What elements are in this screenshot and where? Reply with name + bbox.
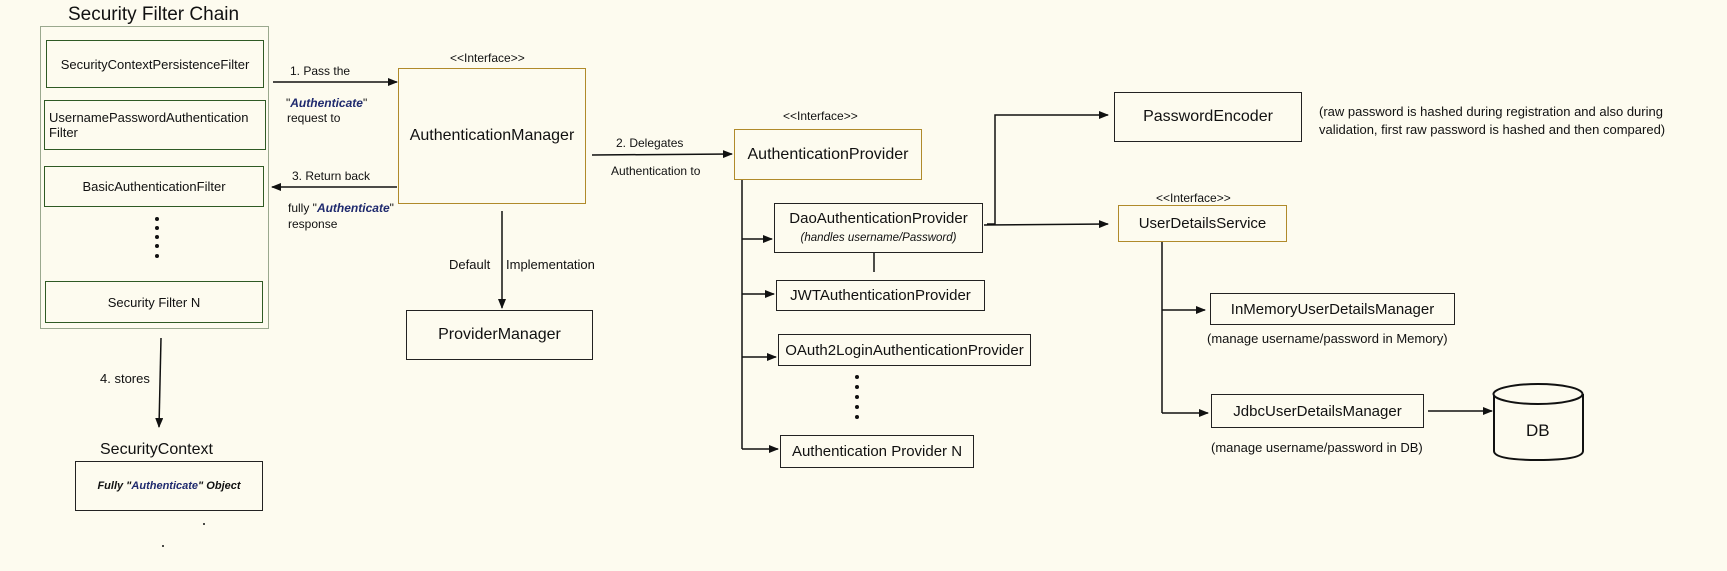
filter-chain-title: Security Filter Chain	[68, 4, 240, 25]
oauth2-provider-box: OAuth2LoginAuthenticationProvider	[778, 334, 1031, 366]
authentication-provider-box: AuthenticationProvider	[734, 129, 922, 180]
auth-manager-stereotype: <<Interface>>	[450, 51, 525, 65]
dao-provider-box: DaoAuthenticationProvider (handles usern…	[774, 203, 983, 253]
jdbc-label: JdbcUserDetailsManager	[1233, 402, 1402, 420]
jwt-provider-label: JWTAuthenticationProvider	[790, 287, 971, 304]
filter-label: SecurityContextPersistenceFilter	[60, 56, 250, 72]
in-memory-label: InMemoryUserDetailsManager	[1230, 300, 1435, 318]
provider-n-box: Authentication Provider N	[780, 435, 974, 468]
step3-label: 3. Return back	[292, 169, 371, 183]
authentication-manager-box: AuthenticationManager	[398, 68, 586, 204]
uds-label: UserDetailsService	[1138, 215, 1267, 232]
password-encoder-box: PasswordEncoder	[1114, 92, 1302, 142]
filter-label: Filter	[49, 125, 78, 140]
security-context-box: Fully "Authenticate" Object	[75, 461, 263, 511]
jdbc-note: (manage username/password in DB)	[1211, 440, 1423, 455]
step3-response: response	[288, 217, 338, 231]
password-encoder-note-1: (raw password is hashed during registrat…	[1319, 104, 1663, 119]
step3-term-line: fully "Authenticate"	[288, 201, 394, 215]
security-context-title: SecurityContext	[100, 441, 213, 458]
password-encoder-label: PasswordEncoder	[1143, 108, 1273, 125]
security-context-object: Fully "Authenticate" Object	[97, 480, 241, 492]
step1-term-line: "Authenticate"	[286, 96, 368, 110]
filter-security-context-persistence: SecurityContextPersistenceFilter	[46, 40, 264, 88]
jwt-provider-box: JWTAuthenticationProvider	[776, 280, 985, 311]
auth-manager-label: AuthenticationManager	[409, 127, 575, 144]
arrow-to-user-details-service	[983, 220, 1109, 229]
in-memory-note: (manage username/password in Memory)	[1207, 331, 1448, 346]
arrow-to-password-encoder	[987, 111, 1109, 225]
dao-provider-note: (handles username/Password)	[800, 232, 957, 244]
filter-label: Security Filter N	[107, 294, 201, 310]
filter-chain-container	[40, 26, 269, 329]
uds-stereotype: <<Interface>>	[1156, 191, 1231, 205]
arrow-delegates	[591, 150, 733, 159]
filter-label: UsernamePasswordAuthentication	[49, 110, 249, 125]
auth-provider-label: AuthenticationProvider	[747, 145, 909, 163]
in-memory-box: InMemoryUserDetailsManager	[1210, 293, 1455, 325]
filter-label: BasicAuthenticationFilter	[82, 179, 226, 194]
oauth2-provider-label: OAuth2LoginAuthenticationProvider	[785, 341, 1024, 359]
dao-provider-label: DaoAuthenticationProvider	[789, 210, 968, 227]
arrow-stores	[155, 337, 164, 428]
provider-n-label: Authentication Provider N	[791, 443, 963, 460]
step1-request-to: request to	[287, 111, 341, 125]
filter-security-filter-n: Security Filter N	[45, 281, 263, 323]
provider-manager-label: ProviderManager	[438, 326, 561, 343]
auth-provider-stereotype: <<Interface>>	[783, 109, 858, 123]
password-encoder-note-2: validation, first raw password is hashed…	[1319, 122, 1666, 137]
db-label: DB	[1526, 421, 1550, 440]
default-label: Default	[449, 257, 491, 272]
step1-label: 1. Pass the	[290, 64, 351, 78]
step2-authentication-to: Authentication to	[611, 164, 701, 178]
step4-label: 4. stores	[100, 371, 150, 386]
implementation-label: Implementation	[506, 257, 595, 272]
jdbc-box: JdbcUserDetailsManager	[1211, 394, 1424, 428]
user-details-service-box: UserDetailsService	[1118, 205, 1287, 242]
db-cylinder	[1492, 383, 1584, 462]
filter-basic-authentication: BasicAuthenticationFilter	[44, 166, 264, 207]
filter-username-password: UsernamePasswordAuthentication Filter	[44, 100, 266, 150]
step2-label: 2. Delegates	[616, 136, 684, 150]
provider-manager-box: ProviderManager	[406, 310, 593, 360]
